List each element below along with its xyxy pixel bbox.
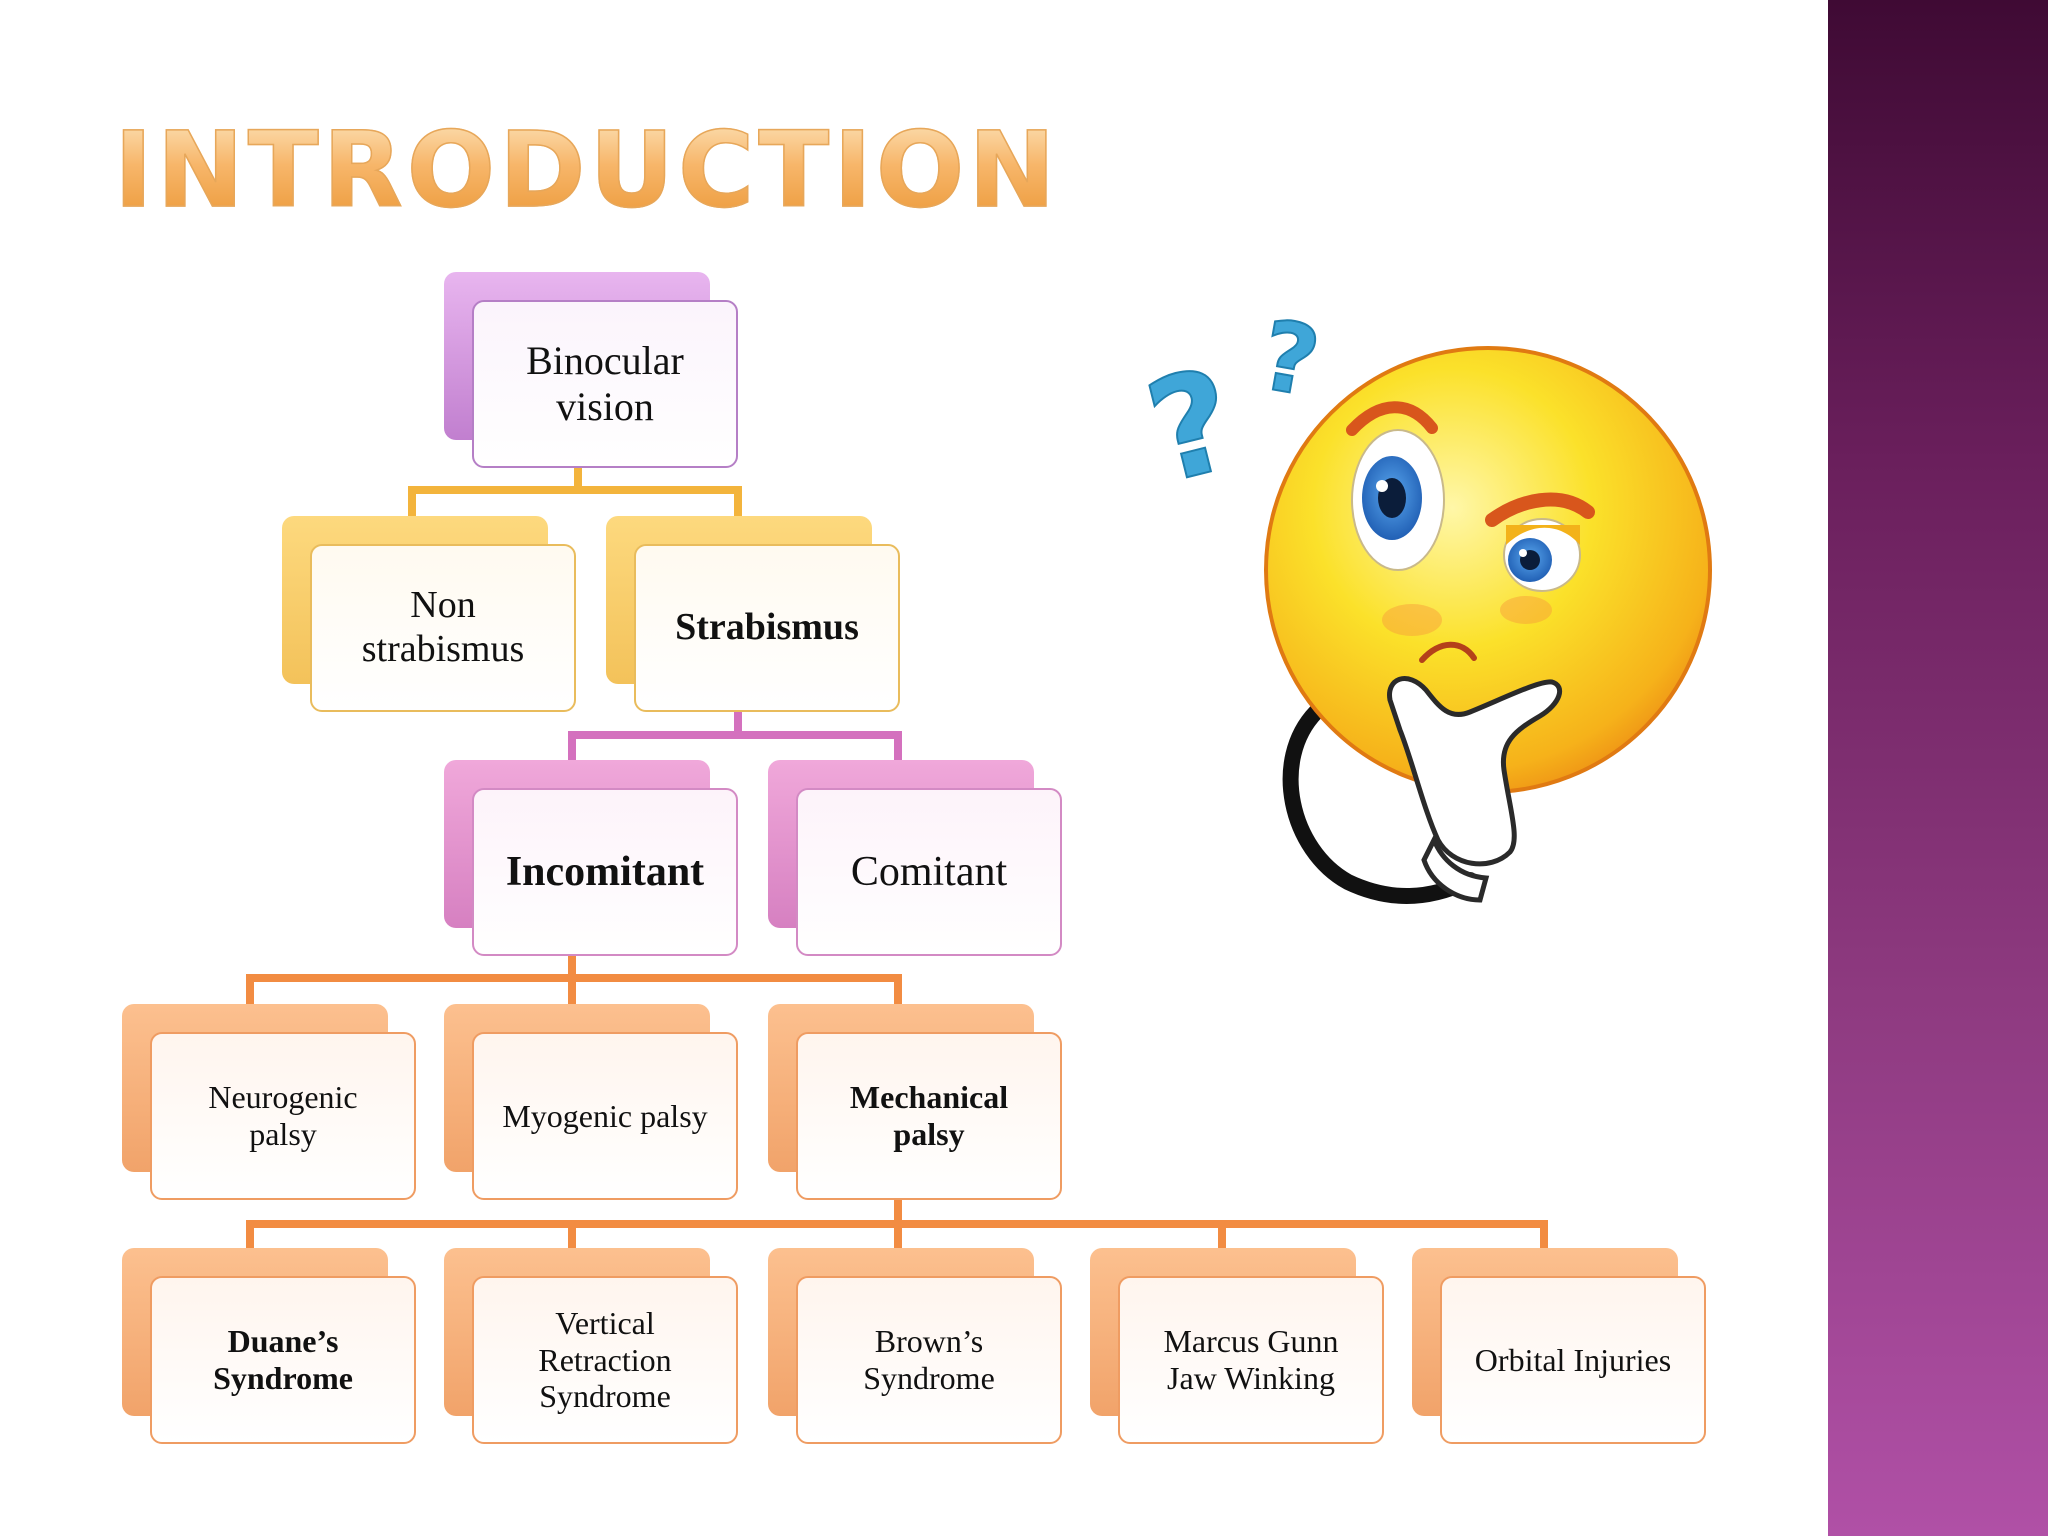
node-incomitant: Incomitant bbox=[444, 760, 738, 956]
node-label: Neurogenic palsy bbox=[150, 1032, 416, 1200]
node-mechanical-palsy: Mechanical palsy bbox=[768, 1004, 1062, 1200]
node-marcus-gunn-jaw-winking: Marcus Gunn Jaw Winking bbox=[1090, 1248, 1384, 1444]
node-label: Orbital Injuries bbox=[1440, 1276, 1706, 1444]
node-duanes-syndrome: Duane’s Syndrome bbox=[122, 1248, 416, 1444]
connector-strabismus bbox=[568, 706, 902, 766]
node-binocular-vision: Binocular vision bbox=[444, 272, 738, 468]
node-label: Brown’s Syndrome bbox=[796, 1276, 1062, 1444]
node-label: Comitant bbox=[796, 788, 1062, 956]
decorative-sidebar bbox=[1828, 0, 2048, 1536]
node-neurogenic-palsy: Neurogenic palsy bbox=[122, 1004, 416, 1200]
connector-root bbox=[408, 458, 742, 522]
node-label: Duane’s Syndrome bbox=[150, 1276, 416, 1444]
node-non-strabismus: Non strabismus bbox=[282, 516, 576, 712]
slide-title: INTRODUCTION bbox=[113, 109, 1060, 231]
node-label: Non strabismus bbox=[310, 544, 576, 712]
node-strabismus: Strabismus bbox=[606, 516, 900, 712]
tree-connectors bbox=[246, 458, 1548, 1254]
node-myogenic-palsy: Myogenic palsy bbox=[444, 1004, 738, 1200]
connector-mechanical bbox=[246, 1196, 1548, 1254]
node-label: Vertical Retraction Syndrome bbox=[472, 1276, 738, 1444]
node-label: Mechanical palsy bbox=[796, 1032, 1062, 1200]
node-comitant: Comitant bbox=[768, 760, 1062, 956]
node-label: Binocular vision bbox=[472, 300, 738, 468]
svg-text:?: ? bbox=[1253, 299, 1327, 419]
node-label: Marcus Gunn Jaw Winking bbox=[1118, 1276, 1384, 1444]
node-browns-syndrome: Brown’s Syndrome bbox=[768, 1248, 1062, 1444]
node-orbital-injuries: Orbital Injuries bbox=[1412, 1248, 1706, 1444]
connector-incomitant bbox=[246, 951, 902, 1009]
node-label: Strabismus bbox=[634, 544, 900, 712]
node-label: Incomitant bbox=[472, 788, 738, 956]
node-label: Myogenic palsy bbox=[472, 1032, 738, 1200]
node-vertical-retraction-syndrome: Vertical Retraction Syndrome bbox=[444, 1248, 738, 1444]
svg-text:?: ? bbox=[1133, 338, 1251, 516]
